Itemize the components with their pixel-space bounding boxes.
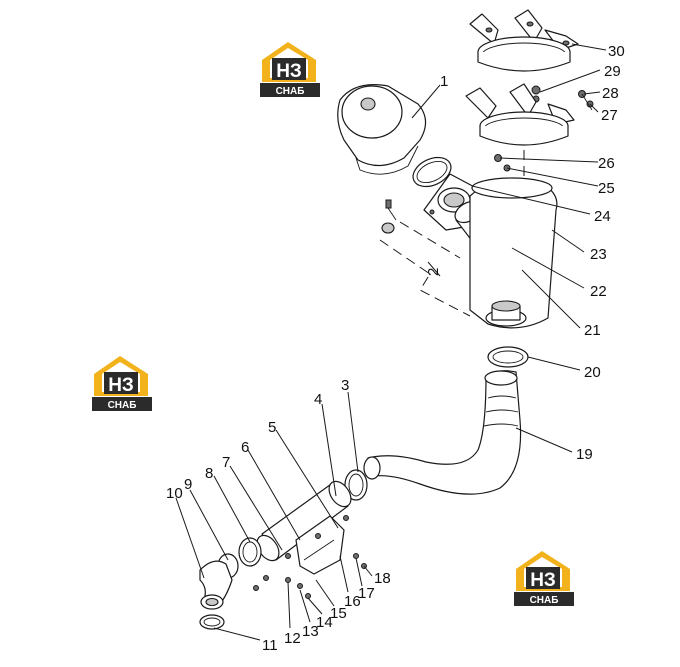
callout-23: 23 — [590, 246, 607, 263]
callout-28: 28 — [602, 85, 619, 102]
intake-hose — [363, 370, 522, 495]
callout-24: 24 — [594, 208, 611, 225]
callout-16: 16 — [344, 593, 361, 610]
callout-17: 17 — [358, 585, 375, 602]
callout-26: 26 — [598, 155, 615, 172]
callout-11: 11 — [262, 637, 278, 654]
logo-bottom-mark: НЗ — [530, 570, 556, 591]
callout-7: 7 — [222, 454, 230, 471]
mount-bolt — [379, 199, 471, 317]
logo-bottom-caption: СНАБ — [530, 595, 559, 606]
callout-1: 1 — [440, 73, 448, 90]
logo-bottom: НЗ СНАБ — [514, 551, 574, 606]
elbow-hose — [199, 560, 233, 610]
callout-20: 20 — [584, 364, 601, 381]
callout-21: 21 — [584, 322, 601, 339]
air-filter-cap — [337, 84, 427, 175]
callout-5: 5 — [268, 419, 276, 436]
callout-18: 18 — [374, 570, 391, 587]
logo-top: НЗ СНАБ — [260, 42, 320, 97]
callout-labels: 1 2 3 4 5 6 7 8 9 10 11 12 13 14 15 16 1… — [166, 43, 625, 654]
callout-22: 22 — [590, 283, 607, 300]
logo-middle-mark: НЗ — [108, 375, 134, 396]
logo-top-caption: СНАБ — [276, 86, 305, 97]
callout-2: 2 — [425, 268, 442, 276]
callout-30: 30 — [608, 43, 625, 60]
upper-bracket-clamp — [469, 9, 579, 72]
hose-clamp-3 — [344, 469, 368, 501]
hose-clamp-20 — [487, 346, 529, 368]
callout-6: 6 — [241, 439, 249, 456]
hose-clamp-8 — [238, 537, 262, 567]
callout-27: 27 — [601, 107, 618, 124]
callout-12: 12 — [284, 630, 301, 647]
callout-25: 25 — [598, 180, 615, 197]
callout-3: 3 — [341, 377, 349, 394]
logo-middle-caption: СНАБ — [108, 400, 137, 411]
callout-19: 19 — [576, 446, 593, 463]
leader-lines — [175, 43, 607, 641]
lower-bracket-clamp — [465, 83, 575, 176]
callout-15: 15 — [330, 605, 347, 622]
logo-middle: НЗ СНАБ — [92, 356, 152, 411]
callout-4: 4 — [314, 391, 322, 408]
logo-top-mark: НЗ — [276, 61, 302, 82]
callout-9: 9 — [184, 476, 192, 493]
filter-housing — [469, 177, 558, 329]
callout-10: 10 — [166, 485, 183, 502]
callout-29: 29 — [604, 63, 621, 80]
intake-ring — [412, 156, 452, 188]
callout-13: 13 — [302, 623, 319, 640]
hardware-29-27 — [531, 85, 594, 111]
callout-8: 8 — [205, 465, 213, 482]
callout-14: 14 — [316, 614, 333, 631]
hose-clamp-11 — [199, 614, 225, 630]
